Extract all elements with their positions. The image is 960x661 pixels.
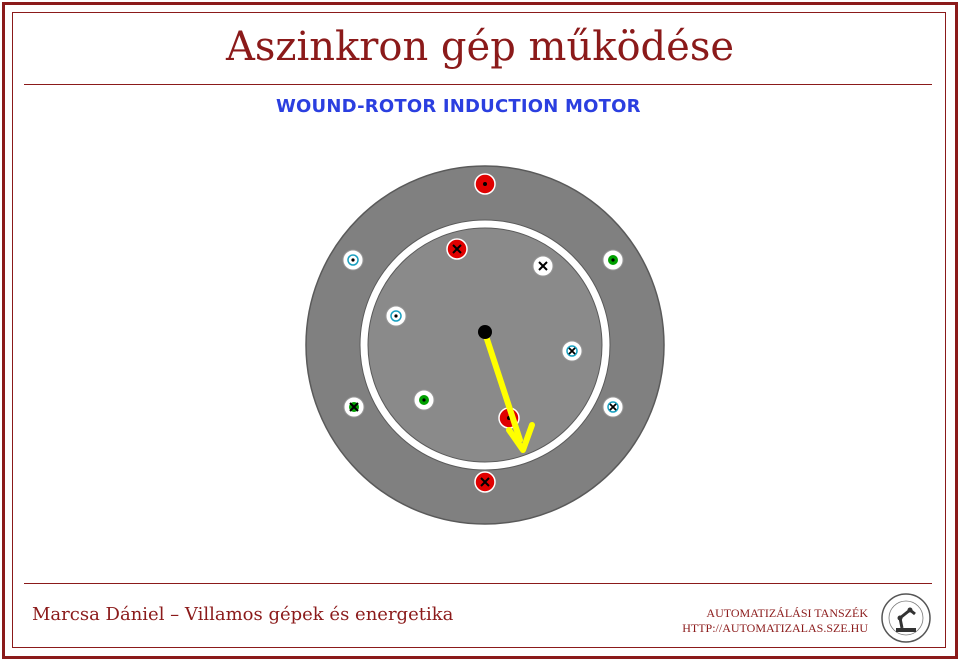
cross-icon (349, 402, 359, 412)
stator-conductor-bottom-red (474, 471, 496, 493)
footer-divider (24, 583, 932, 584)
dot-icon (422, 398, 426, 402)
rotor-conductor-cyan-right (561, 340, 583, 362)
field-vector-shaft (482, 330, 523, 443)
stator-conductor-lower-left-green (343, 396, 365, 418)
rotor-shaft-center (478, 325, 492, 339)
rotor-conductor-green-upper (532, 255, 554, 277)
slide-title: Aszinkron gép működése (225, 24, 735, 70)
cross-icon (609, 403, 617, 411)
dot-icon (611, 258, 615, 262)
cross-icon (568, 347, 576, 355)
department-name: AUTOMATIZÁLÁSI TANSZÉK (706, 606, 868, 620)
slide-frame-inner (12, 12, 946, 648)
rotor-conductor-red-top (446, 238, 468, 260)
footer-author-course: Marcsa Dániel – Villamos gépek és energe… (32, 604, 454, 625)
footer-department: AUTOMATIZÁLÁSI TANSZÉK HTTP://AUTOMATIZA… (682, 606, 868, 636)
field-vector-arrowhead (506, 422, 535, 453)
stator-conductor-upper-right-green (602, 249, 624, 271)
cross-icon (452, 244, 462, 254)
department-website[interactable]: HTTP://AUTOMATIZALAS.SZE.HU (682, 621, 868, 635)
rotor-conductor-cyan-left (385, 305, 407, 327)
university-robot-logo-icon (881, 593, 931, 643)
cross-icon (480, 477, 490, 487)
dot-icon (394, 314, 398, 318)
motor-diagram (305, 165, 665, 525)
stator-conductor-lower-right-cyan (602, 396, 624, 418)
stator-conductor-upper-left-cyan (342, 249, 364, 271)
stator-conductor-top-red (474, 173, 496, 195)
rotor-conductor-green-lower (413, 389, 435, 411)
diagram-title: WOUND-ROTOR INDUCTION MOTOR (276, 96, 641, 117)
dot-icon (351, 258, 355, 262)
dot-icon (483, 182, 487, 186)
title-divider (24, 84, 932, 85)
cross-icon (538, 261, 548, 271)
